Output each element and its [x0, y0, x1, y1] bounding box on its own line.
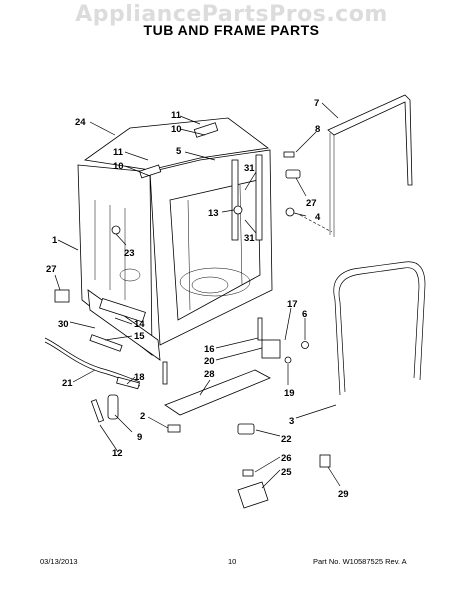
callout-labels: 24 11 10 11 10 5 31 13 31 7 8 27 4 1 27 … — [46, 98, 349, 500]
callout-27-left: 27 — [46, 264, 57, 275]
callout-9: 9 — [137, 432, 142, 443]
callout-31-bottom: 31 — [244, 233, 255, 244]
callout-31-top: 31 — [244, 163, 255, 174]
callout-14: 14 — [134, 319, 145, 330]
callout-19: 19 — [284, 388, 295, 399]
watermark-text: AppliancePartsPros.com — [75, 2, 388, 27]
callout-27-right: 27 — [306, 198, 317, 209]
leader-lines — [54, 102, 341, 489]
callout-15: 15 — [134, 331, 145, 342]
callout-20: 20 — [204, 356, 215, 367]
page-title: TUB AND FRAME PARTS — [143, 22, 320, 38]
callout-25: 25 — [281, 467, 292, 478]
callout-21: 21 — [62, 378, 73, 389]
callout-11-top: 11 — [171, 110, 182, 121]
tub-gasket-upper — [327, 94, 413, 237]
callout-24: 24 — [75, 117, 86, 128]
footer-date: 03/13/2013 — [40, 557, 78, 566]
callout-22: 22 — [281, 434, 292, 445]
callout-11: 11 — [113, 147, 124, 158]
callout-28: 28 — [204, 369, 215, 380]
callout-6: 6 — [302, 309, 307, 320]
callout-2: 2 — [140, 411, 145, 422]
tub-body — [77, 117, 273, 361]
footer-part-number: Part No. W10587525 Rev. A — [313, 557, 407, 566]
callout-13: 13 — [208, 208, 219, 219]
tub-gasket-lower — [333, 261, 426, 396]
callout-18: 18 — [134, 372, 145, 383]
callout-10: 10 — [113, 161, 124, 172]
callout-29: 29 — [338, 489, 349, 500]
callout-4: 4 — [315, 212, 321, 223]
callout-7: 7 — [314, 98, 319, 109]
footer-page-number: 10 — [228, 557, 237, 566]
callout-16: 16 — [204, 344, 215, 355]
callout-12: 12 — [112, 448, 123, 459]
callout-10-top: 10 — [171, 124, 182, 135]
callout-3: 3 — [289, 416, 294, 427]
callout-30: 30 — [58, 319, 69, 330]
callout-5: 5 — [176, 146, 182, 157]
callout-8: 8 — [315, 124, 320, 135]
callout-17: 17 — [287, 299, 298, 310]
callout-1: 1 — [52, 235, 58, 246]
callout-23: 23 — [124, 248, 135, 259]
callout-26: 26 — [281, 453, 292, 464]
